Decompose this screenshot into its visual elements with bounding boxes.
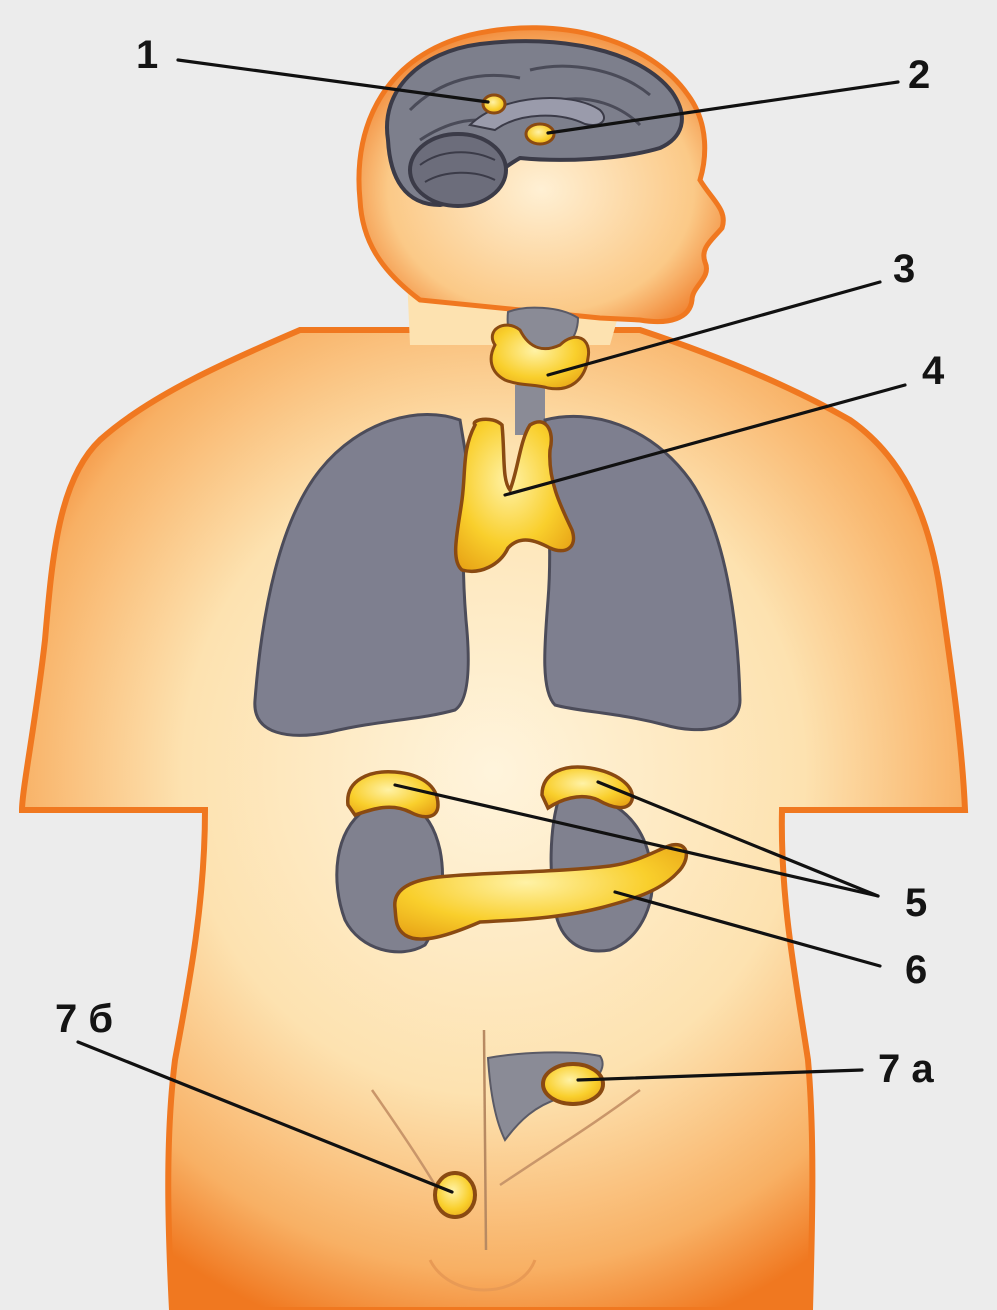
label-1: 1 — [136, 33, 158, 77]
body-silhouette — [22, 28, 965, 1310]
testis — [435, 1173, 475, 1217]
ovary — [543, 1064, 603, 1104]
pineal-gland — [483, 95, 505, 113]
cerebellum — [410, 134, 506, 206]
label-7a: 7 а — [878, 1047, 934, 1091]
label-4: 4 — [922, 349, 945, 393]
label-5: 5 — [905, 881, 927, 925]
label-3: 3 — [893, 247, 915, 291]
label-6: 6 — [905, 948, 927, 992]
label-2: 2 — [908, 53, 930, 97]
label-7b: 7 б — [55, 997, 113, 1041]
